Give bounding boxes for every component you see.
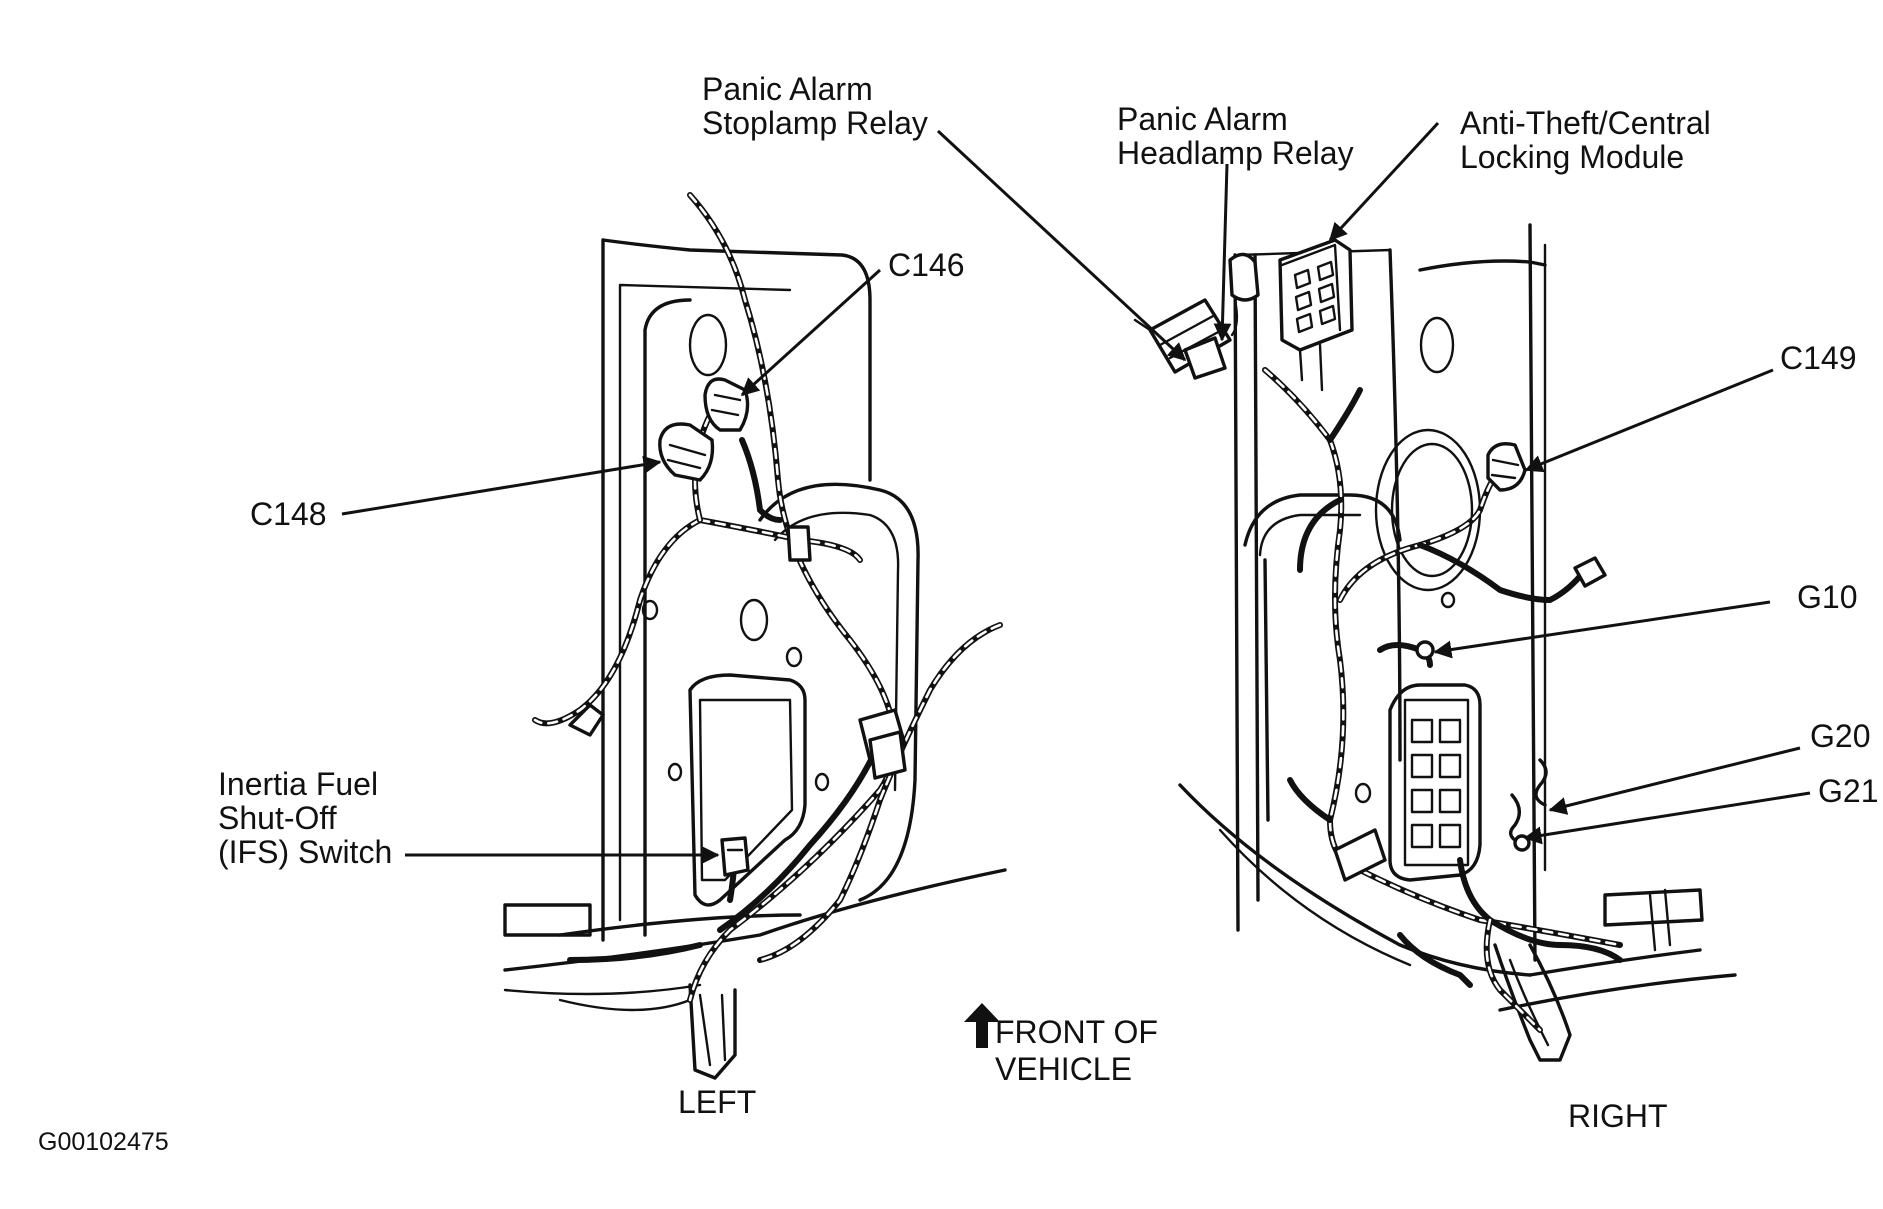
g10-label: G10 xyxy=(1797,579,1857,615)
c146-label: C146 xyxy=(888,247,965,283)
figure-id: G00102475 xyxy=(38,1128,169,1156)
antitheft-line-1: Anti-Theft/Central xyxy=(1460,105,1711,141)
ifs-switch-label: Inertia Fuel Shut-Off (IFS) Switch xyxy=(218,766,392,870)
right-harness xyxy=(1262,367,1623,1033)
front-of-vehicle-indicator: FRONT OF VEHICLE xyxy=(964,1003,1167,1087)
right-components xyxy=(1133,238,1672,952)
antitheft-line-2: Locking Module xyxy=(1460,139,1684,175)
panic-headlamp-relay-label: Panic Alarm Headlamp Relay xyxy=(1117,101,1354,171)
c149-label: C149 xyxy=(1780,340,1857,376)
left-connectors xyxy=(568,377,750,877)
ifs-line-1: Inertia Fuel xyxy=(218,766,378,802)
left-harness xyxy=(532,192,1003,1003)
panic-stoplamp-line-1: Panic Alarm xyxy=(702,71,873,107)
front-line-2: VEHICLE xyxy=(995,1051,1132,1087)
left-body-panel xyxy=(503,238,1007,1080)
left-side-label: LEFT xyxy=(678,1084,756,1120)
front-line-1: FRONT OF xyxy=(995,1014,1158,1050)
panic-headlamp-line-1: Panic Alarm xyxy=(1117,101,1288,137)
panic-stoplamp-line-2: Stoplamp Relay xyxy=(702,105,928,141)
panic-stoplamp-relay-label: Panic Alarm Stoplamp Relay xyxy=(702,71,928,141)
up-arrow-icon xyxy=(964,1003,1000,1048)
ifs-line-2: Shut-Off xyxy=(218,800,337,836)
leader-lines xyxy=(341,121,1811,864)
ifs-line-3: (IFS) Switch xyxy=(218,834,392,870)
c148-label: C148 xyxy=(250,496,327,532)
right-side-label: RIGHT xyxy=(1568,1098,1668,1134)
right-body-panel xyxy=(1178,223,1737,1062)
panic-headlamp-line-2: Headlamp Relay xyxy=(1117,135,1354,171)
antitheft-module-label: Anti-Theft/Central Locking Module xyxy=(1460,105,1720,175)
g21-label: G21 xyxy=(1818,773,1878,809)
g20-label: G20 xyxy=(1810,718,1870,754)
front-of-vehicle-label: FRONT OF VEHICLE xyxy=(995,1014,1167,1087)
